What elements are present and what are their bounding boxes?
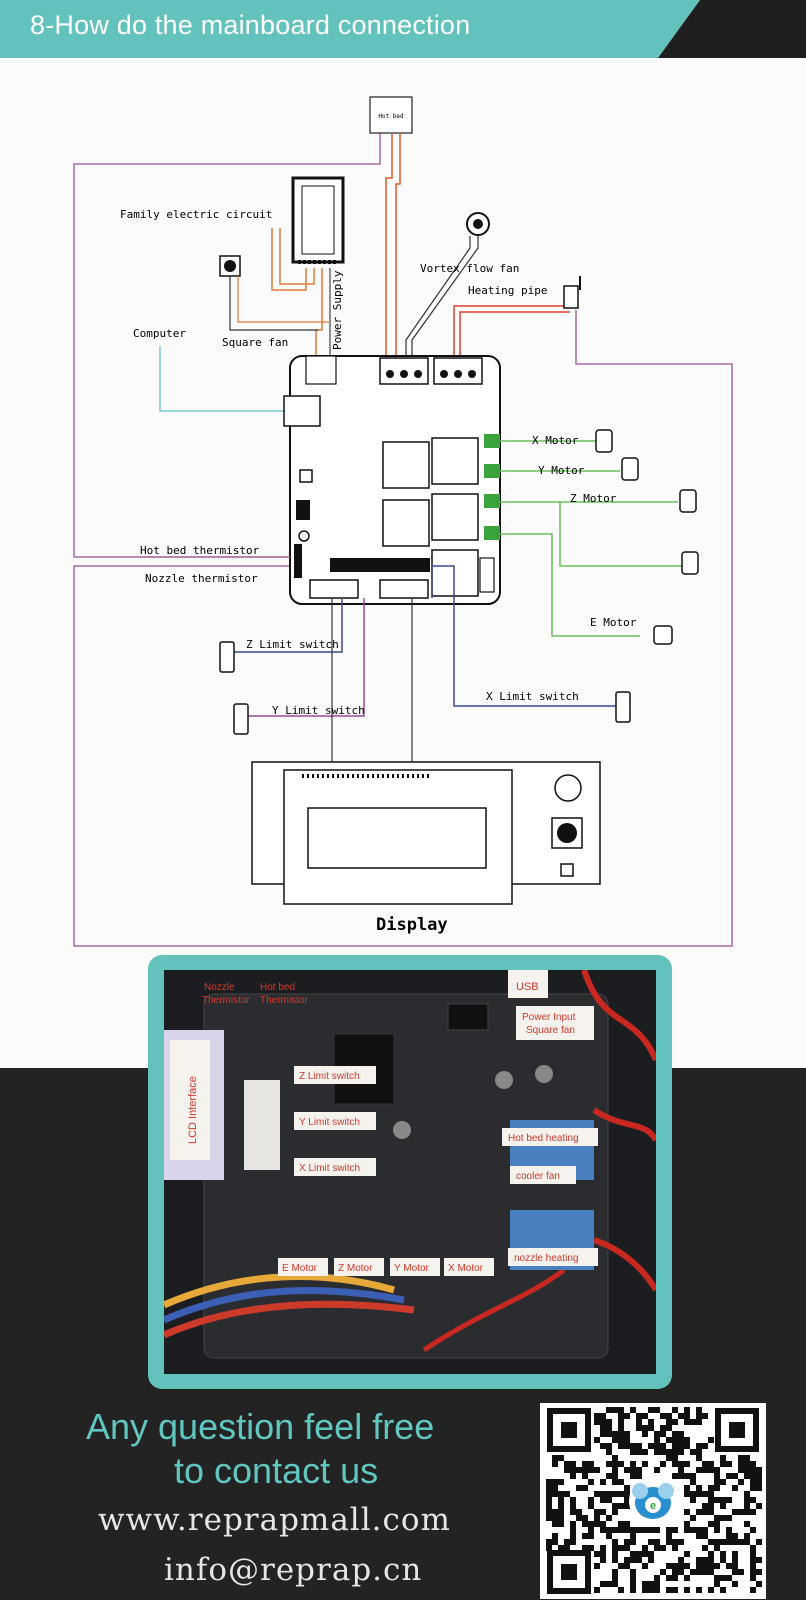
y-limit-label: Y Limit switch (272, 704, 365, 717)
website-link[interactable]: www.reprapmall.com (98, 1502, 451, 1538)
page-header: 8-How do the mainboard connection (0, 0, 806, 58)
qr-code-icon: e (540, 1403, 766, 1599)
stepper-motor-icons (595, 429, 699, 645)
power-supply-unit (291, 176, 345, 264)
square-fan-label: Square fan (222, 336, 288, 349)
photo-nozzle-thermistor-2: Thermistor (202, 995, 250, 1006)
board-photo: Nozzle Thermistor Hot bed Thermistor USB… (164, 970, 656, 1374)
heating-pipe-label: Heating pipe (468, 284, 547, 297)
nozzle-thermistor-label: Nozzle thermistor (145, 572, 258, 585)
x-limit-label: X Limit switch (486, 690, 579, 703)
photo-y-motor-label: Y Motor (394, 1263, 429, 1274)
hot-bed-box (369, 96, 413, 134)
photo-lcd-interface-label: LCD Interface (187, 1076, 199, 1144)
x-motor-label: X Motor (532, 434, 579, 447)
hot-bed-label: Hot bed (378, 113, 404, 120)
limit-switch-icons (219, 641, 631, 735)
display-label: Display (376, 915, 448, 935)
photo-hot-bed-heating-label: Hot bed heating (508, 1133, 579, 1144)
wiring-diagram: Hot bed Family electric circuit Power Su… (73, 96, 733, 947)
photo-hot-bed-thermistor-2: Thermistor (260, 995, 308, 1006)
heater-icon (563, 285, 579, 309)
y-motor-label: Y Motor (538, 464, 585, 477)
z-motor-label: Z Motor (570, 492, 617, 505)
vortex-fan-label: Vortex flow fan (420, 262, 519, 275)
photo-y-limit-label: Y Limit switch (299, 1117, 360, 1128)
hot-bed-thermistor-label: Hot bed thermistor (140, 544, 260, 557)
photo-z-motor-label: Z Motor (338, 1263, 373, 1274)
svg-text:e: e (650, 1500, 656, 1512)
photo-x-limit-label: X Limit switch (299, 1163, 360, 1174)
family-circuit-label: Family electric circuit (120, 208, 272, 221)
computer-label: Computer (133, 327, 186, 340)
photo-e-motor-label: E Motor (282, 1263, 318, 1274)
photo-z-limit-label: Z Limit switch (299, 1071, 360, 1082)
photo-hot-bed-thermistor-1: Hot bed (260, 982, 295, 993)
photo-nozzle-thermistor-1: Nozzle (204, 982, 235, 993)
photo-power-input-2: Square fan (526, 1025, 575, 1036)
contact-line-2: to contact us (174, 1450, 379, 1491)
photo-power-input-1: Power Input (522, 1012, 576, 1023)
photo-usb-label: USB (516, 981, 539, 993)
z-limit-label: Z Limit switch (246, 638, 339, 651)
page-title: 8-How do the mainboard connection (30, 10, 471, 40)
email-link[interactable]: info@reprap.cn (164, 1552, 423, 1588)
photo-nozzle-heating-label: nozzle heating (514, 1253, 579, 1264)
photo-cooler-fan-label: cooler fan (516, 1171, 560, 1182)
contact-line-1: Any question feel free (86, 1406, 435, 1447)
power-supply-label: Power Supply (331, 270, 344, 350)
photo-x-motor-label: X Motor (448, 1263, 484, 1274)
contact-heading: Any question feel free to contact us (86, 1405, 434, 1493)
e-motor-label: E Motor (590, 616, 637, 629)
header-bar (0, 0, 806, 58)
